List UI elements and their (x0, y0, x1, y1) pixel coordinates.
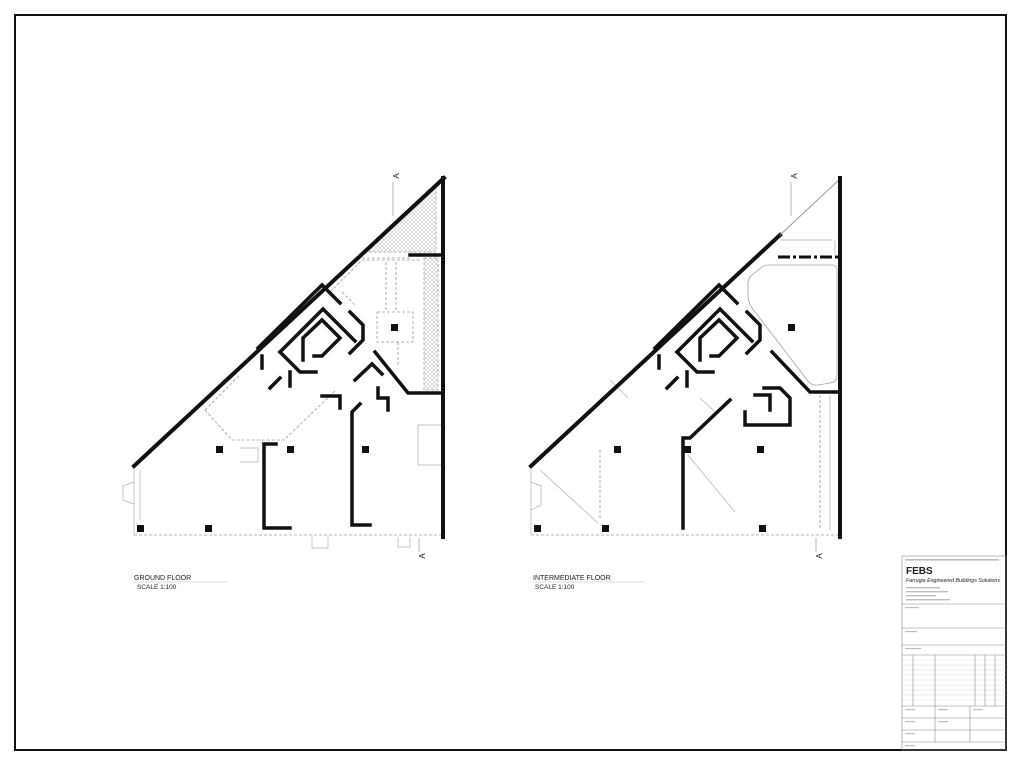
column (614, 446, 621, 453)
section-label: A (815, 553, 824, 559)
section-label: A (418, 553, 427, 559)
door-and-fixture-lines (122, 424, 443, 549)
column (391, 324, 398, 331)
ground-floor-plan: A A GROUND FLOOR SCALE 1:100 (122, 173, 447, 591)
plan-scale: SCALE 1:100 (137, 584, 177, 591)
hall-outline (747, 264, 838, 386)
company-abbreviation: FEBS (906, 566, 933, 577)
column (287, 446, 294, 453)
column (362, 446, 369, 453)
plan-title: GROUND FLOOR (134, 575, 191, 582)
column (534, 525, 541, 532)
stair-core-walls (652, 282, 762, 391)
column (602, 525, 609, 532)
dashed-overhead-lines (599, 395, 821, 530)
structural-columns (137, 324, 398, 532)
column (205, 525, 212, 532)
column (759, 525, 766, 532)
section-label: A (790, 173, 799, 179)
plan-title: INTERMEDIATE FLOOR (533, 575, 611, 582)
interior-walls (681, 349, 842, 530)
dashed-overhead-lines (204, 257, 420, 441)
section-marker-bottom: A (418, 538, 427, 559)
door-and-fixture-lines (530, 239, 836, 535)
column (684, 446, 691, 453)
exterior-walls (131, 175, 447, 539)
section-label: A (392, 173, 401, 179)
stair-core-walls (255, 282, 365, 391)
company-address-lines (906, 587, 950, 601)
column (788, 324, 795, 331)
title-block-grid (902, 603, 1006, 747)
title-block-header-line (905, 559, 999, 561)
exterior-walls (528, 176, 842, 539)
column (757, 446, 764, 453)
intermediate-floor-plan: A A INTERMEDIATE FLOOR SCALE 1:100 (528, 173, 842, 591)
structural-columns (534, 324, 795, 532)
column (137, 525, 144, 532)
section-marker-top: A (790, 173, 799, 216)
interior-walls (262, 253, 445, 530)
column (216, 446, 223, 453)
plan-scale: SCALE 1:100 (535, 584, 575, 591)
section-marker-bottom: A (815, 538, 824, 559)
section-marker-top: A (392, 173, 401, 216)
company-name: Farrugia Engineered Buildings Solutions (906, 578, 1000, 584)
title-block: FEBS Farrugia Engineered Buildings Solut… (901, 555, 1007, 751)
sheet-border (14, 14, 1007, 751)
title-block-frame (901, 555, 1007, 751)
